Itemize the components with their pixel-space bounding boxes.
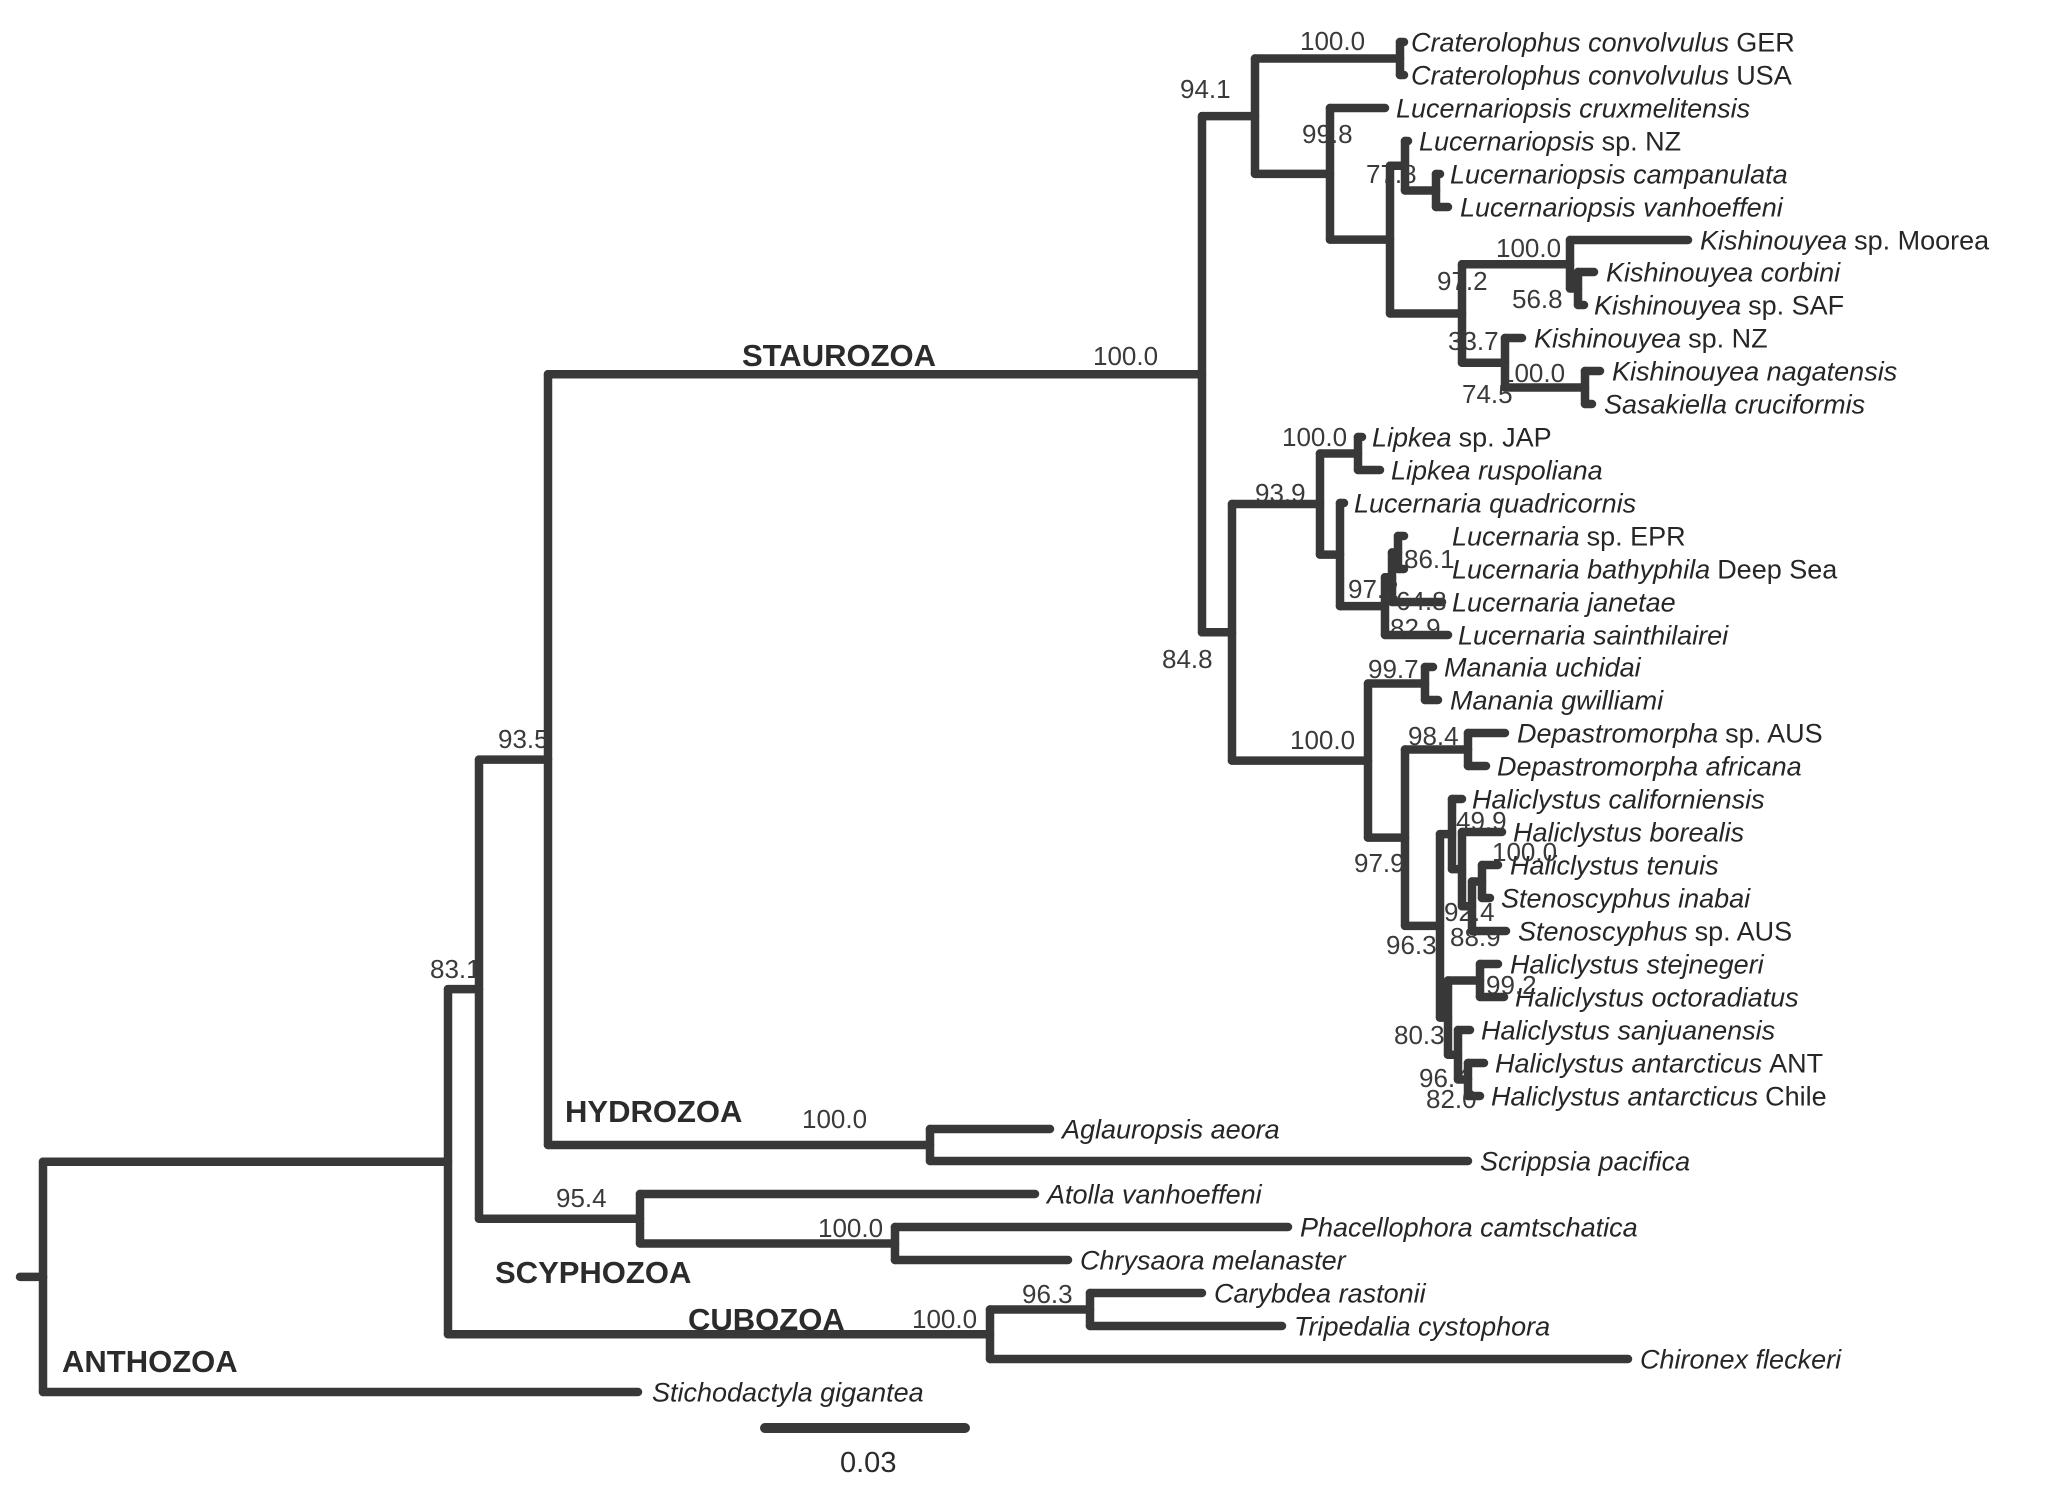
support-value: 96.3: [1386, 930, 1437, 960]
support-value: 100.0: [1492, 837, 1557, 867]
taxon-label: Scrippsia pacifica: [1480, 1147, 1690, 1177]
taxon-label: Lucernaria quadricornis: [1354, 489, 1636, 519]
support-value: 84.8: [1162, 644, 1213, 674]
taxon-label: Lucernaria janetae: [1452, 588, 1676, 618]
support-value: 100.0: [1500, 358, 1565, 388]
support-value: 96.3: [1022, 1279, 1073, 1309]
support-value: 83.1: [430, 954, 481, 984]
support-value: 100.0: [1290, 725, 1355, 755]
support-value: 94.1: [1180, 74, 1231, 104]
support-value: 100.0: [802, 1104, 867, 1134]
support-value: 56.8: [1512, 284, 1563, 314]
taxon-label: Haliclystus sanjuanensis: [1481, 1016, 1775, 1046]
support-value: 49.9: [1456, 806, 1507, 836]
support-value: 80.3: [1394, 1020, 1445, 1050]
support-value: 93.5: [498, 724, 549, 754]
support-value: 100.0: [1300, 26, 1365, 56]
support-value: 99.7: [1368, 654, 1419, 684]
taxon-label: Sasakiella cruciformis: [1604, 390, 1865, 420]
clade-label: CUBOZOA: [688, 1302, 845, 1337]
taxon-label: Manania uchidai: [1444, 653, 1642, 683]
clade-label: HYDROZOA: [565, 1094, 742, 1129]
support-value: 88.9: [1450, 922, 1501, 952]
taxon-label: Haliclystus octoradiatus: [1515, 983, 1799, 1013]
support-value: 82.0: [1426, 1084, 1477, 1114]
taxon-label: Kishinouyea nagatensis: [1612, 357, 1897, 387]
support-value: 77.8: [1366, 159, 1417, 189]
support-value: 97.2: [1437, 266, 1488, 296]
taxon-label: Kishinouyea corbini: [1606, 258, 1841, 288]
taxon-label: Lucernariopsis campanulata: [1450, 160, 1788, 190]
taxon-label: Depastromorpha africana: [1497, 752, 1802, 782]
support-value: 74.5: [1462, 379, 1513, 409]
taxon-label: Haliclystus tenuis: [1510, 851, 1719, 881]
support-value: 93.9: [1255, 478, 1306, 508]
support-value: 100.0: [912, 1304, 977, 1334]
clade-label: ANTHOZOA: [62, 1344, 238, 1379]
taxon-label: Stenoscyphus inabai: [1501, 884, 1751, 914]
support-value: 64.8: [1396, 586, 1447, 616]
support-value: 100.0: [1282, 422, 1347, 452]
taxon-label: Chironex fleckeri: [1640, 1345, 1842, 1375]
clade-label: STAUROZOA: [742, 338, 936, 373]
clade-label: SCYPHOZOA: [495, 1255, 691, 1290]
support-value: 100.0: [1496, 233, 1561, 263]
taxon-label: Manania gwilliami: [1450, 686, 1664, 716]
taxon-label: Lucernaria sainthilairei: [1458, 621, 1729, 651]
taxon-label: Stichodactyla gigantea: [652, 1378, 924, 1408]
taxon-label: Haliclystus californiensis: [1472, 785, 1765, 815]
taxon-label: Atolla vanhoeffeni: [1045, 1180, 1263, 1210]
support-value: 96.4: [1419, 1063, 1470, 1093]
taxon-label: Carybdea rastonii: [1214, 1279, 1427, 1309]
support-value: 99.2: [1486, 970, 1537, 1000]
support-value: 86.1: [1404, 544, 1455, 574]
taxon-label: Haliclystus stejnegeri: [1510, 950, 1765, 980]
support-value: 33.7: [1448, 326, 1499, 356]
taxon-label: Chrysaora melanaster: [1080, 1246, 1347, 1276]
taxon-label: Lucernariopsis cruxmelitensis: [1396, 94, 1750, 124]
taxon-label: Phacellophora camtschatica: [1300, 1213, 1638, 1243]
taxon-label: Lucernariopsis vanhoeffeni: [1460, 193, 1784, 223]
taxon-label: Aglauropsis aeora: [1060, 1115, 1280, 1145]
taxon-label: Tripedalia cystophora: [1294, 1312, 1550, 1342]
taxon-label: Lipkea ruspoliana: [1391, 456, 1603, 486]
support-value: 92.4: [1444, 897, 1495, 927]
support-value: 97.2: [1348, 574, 1399, 604]
support-value: 99.8: [1302, 119, 1353, 149]
support-value: 98.4: [1408, 721, 1459, 751]
support-value: 95.4: [556, 1183, 607, 1213]
scale-bar-label: 0.03: [840, 1447, 896, 1479]
support-value: 97.9: [1354, 848, 1405, 878]
support-value: 82.9: [1390, 613, 1441, 643]
support-value: 100.0: [1093, 341, 1158, 371]
taxon-label: Haliclystus borealis: [1513, 818, 1744, 848]
support-value: 100.0: [818, 1213, 883, 1243]
